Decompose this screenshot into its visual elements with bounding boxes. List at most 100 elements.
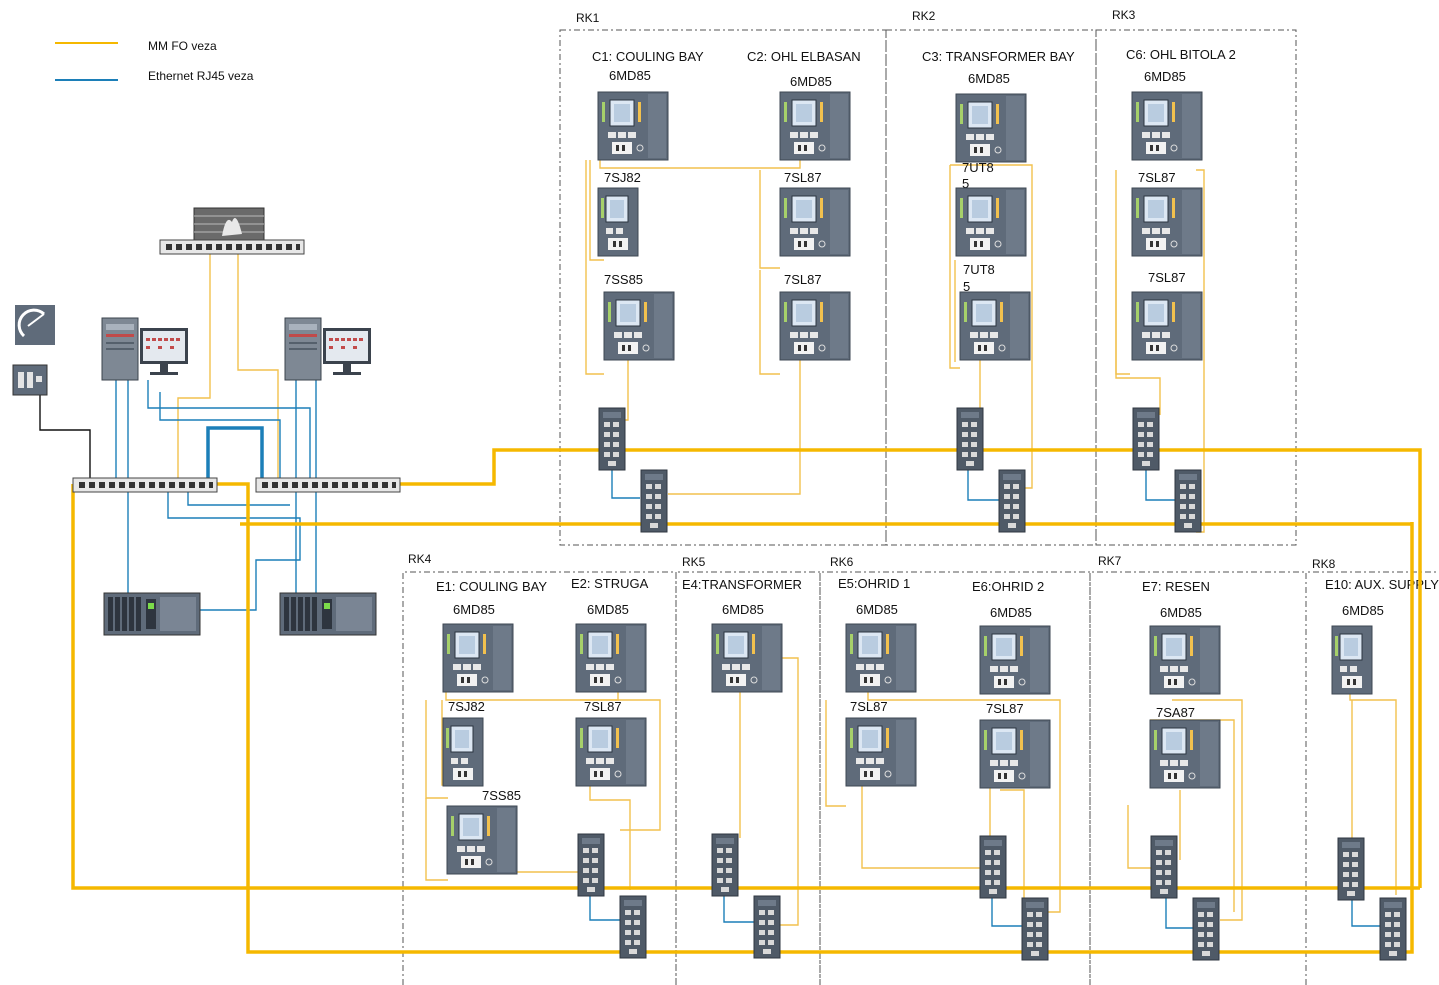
device-label-c6-6md85: 6MD85 (1144, 69, 1186, 84)
device-label-c3-7ut85-b-line1: 7UT8 (963, 262, 995, 277)
relay-e7-6md85-icon (1149, 625, 1221, 695)
cabinet-rk5 (675, 571, 821, 985)
device-label-e1-6md85: 6MD85 (453, 602, 495, 617)
device-label-c1-6md85: 6MD85 (609, 68, 651, 83)
cabinet-rk3 (1095, 29, 1297, 546)
relay-c3-7ut85-b-icon (959, 291, 1031, 361)
firewall-icon (193, 207, 265, 241)
device-label-e1-7ss85: 7SS85 (482, 788, 521, 803)
bay-label-e4: E4:TRANSFORMER (682, 577, 802, 592)
relay-e7-7sa87-icon (1149, 719, 1221, 789)
relay-e5-6md85-icon (845, 623, 917, 693)
bay-switch-rk7-a-icon (1150, 835, 1178, 899)
relay-e2-7sl87-icon (575, 717, 647, 787)
device-label-e7-6md85: 6MD85 (1160, 605, 1202, 620)
rack-label-rk3: RK3 (1112, 8, 1136, 22)
bay-label-e7: E7: RESEN (1142, 579, 1210, 594)
rack-label-rk5: RK5 (682, 555, 706, 569)
relay-e1-7ss85-icon (446, 805, 518, 875)
bay-label-c6: C6: OHL BITOLA 2 (1126, 47, 1236, 62)
bay-label-e10: E10: AUX. SUPPLY (1325, 577, 1439, 592)
router-switch-icon (159, 239, 305, 255)
rack-label-rk2: RK2 (912, 9, 936, 23)
bay-switch-rk8-a-icon (1337, 837, 1365, 901)
relay-c6-7sl87-a-icon (1131, 187, 1203, 257)
gps-antenna-icon (15, 305, 55, 345)
core-switch-1-icon (72, 477, 218, 493)
relay-e2-6md85-icon (575, 623, 647, 693)
device-label-c1-7sj82: 7SJ82 (604, 170, 641, 185)
relay-c3-7ut85-a-icon (955, 187, 1027, 257)
device-label-c2-6md85: 6MD85 (790, 74, 832, 89)
relay-e6-7sl87-icon (979, 719, 1051, 789)
device-label-e6-6md85: 6MD85 (990, 605, 1032, 620)
bay-switch-rk6-a-icon (979, 835, 1007, 899)
device-label-e10-6md85: 6MD85 (1342, 603, 1384, 618)
relay-e1-7sj82-icon (442, 717, 484, 787)
device-label-e7-7sa87: 7SA87 (1156, 705, 1195, 720)
bay-switch-rk7-b-icon (1192, 897, 1220, 961)
device-label-e2-7sl87: 7SL87 (584, 699, 622, 714)
device-label-e2-6md85: 6MD85 (587, 602, 629, 617)
relay-c3-6md85-icon (955, 93, 1027, 163)
relay-e5-7sl87-icon (845, 717, 917, 787)
rack-label-rk1: RK1 (576, 11, 600, 25)
rtu-2-icon (279, 592, 377, 636)
legend: MM FO veza Ethernet RJ45 veza (55, 39, 254, 83)
relay-c1-6md85-icon (597, 91, 669, 161)
bay-label-e2: E2: STRUGA (571, 576, 649, 591)
bay-label-e6: E6:OHRID 2 (972, 579, 1044, 594)
device-label-e6-7sl87: 7SL87 (986, 701, 1024, 716)
bay-switch-rk8-b-icon (1379, 897, 1407, 961)
bay-label-c3: C3: TRANSFORMER BAY (922, 49, 1075, 64)
relay-c6-6md85-icon (1131, 91, 1203, 161)
rack-label-rk4: RK4 (408, 552, 432, 566)
relay-e1-6md85-icon (442, 623, 514, 693)
device-label-c2-7sl87-b: 7SL87 (784, 272, 822, 287)
device-label-e1-7sj82: 7SJ82 (448, 699, 485, 714)
bay-label-e1: E1: COULING BAY (436, 579, 547, 594)
relay-c2-7sl87-a-icon (779, 187, 851, 257)
bay-switch-rk3-b-icon (1174, 469, 1202, 533)
bay-switch-rk4-a-icon (577, 833, 605, 897)
device-label-c1-7ss85: 7SS85 (604, 272, 643, 287)
relay-e4-6md85-icon (711, 623, 783, 693)
fiber-trunk-rings (71, 448, 1422, 954)
bay-switch-rk2-a-icon (956, 407, 984, 471)
device-label-e5-6md85: 6MD85 (856, 602, 898, 617)
hmi-workstation-1-icon (101, 317, 189, 381)
cabinet-rk6 (819, 571, 1091, 985)
bay-label-e5: E5:OHRID 1 (838, 576, 910, 591)
rack-label-rk8: RK8 (1312, 557, 1336, 571)
rack-label-rk6: RK6 (830, 555, 854, 569)
device-label-c3-7ut85-a-line1: 7UT8 (962, 160, 994, 175)
device-label-c3-6md85: 6MD85 (968, 71, 1010, 86)
backbone-ethernet-link (206, 426, 264, 480)
device-label-c6-7sl87-a: 7SL87 (1138, 170, 1176, 185)
bay-switch-rk6-b-icon (1021, 897, 1049, 961)
relay-e6-6md85-icon (979, 625, 1051, 695)
core-switch-2-icon (255, 477, 401, 493)
legend-fo-label: MM FO veza (148, 39, 217, 53)
cabinet-borders (402, 29, 1439, 985)
legend-eth-label: Ethernet RJ45 veza (148, 69, 254, 83)
rack-label-rk7: RK7 (1098, 554, 1122, 568)
bay-label-c2: C2: OHL ELBASAN (747, 49, 861, 64)
gps-clock-icon (12, 364, 48, 396)
bay-switch-rk4-b-icon (619, 895, 647, 959)
device-label-e5-7sl87: 7SL87 (850, 699, 888, 714)
bay-label-c1: C1: COULING BAY (592, 49, 704, 64)
relay-c1-7ss85-icon (603, 291, 675, 361)
bay-switch-rk3-a-icon (1132, 407, 1160, 471)
bay-switch-rk5-a-icon (711, 833, 739, 897)
bay-switch-rk2-b-icon (998, 469, 1026, 533)
relay-c2-7sl87-b-icon (779, 291, 851, 361)
bay-switch-rk1-b-icon (640, 469, 668, 533)
device-label-c3-7ut85-b-line2: 5 (963, 279, 970, 294)
relay-c1-7sj82-icon (597, 187, 639, 257)
gps-copper-link (39, 395, 91, 480)
rtu-1-icon (103, 592, 201, 636)
relay-c2-6md85-icon (779, 91, 851, 161)
bay-switch-rk5-b-icon (753, 895, 781, 959)
